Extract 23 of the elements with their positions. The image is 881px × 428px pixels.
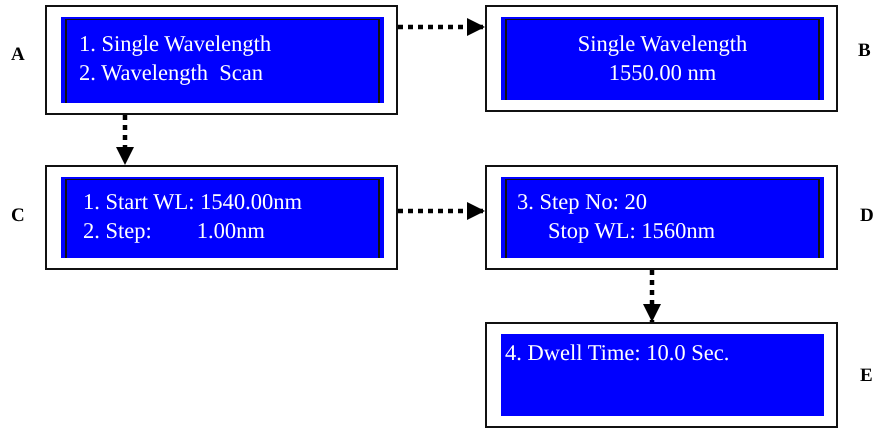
screen-text: 1550.00 nm [608,59,716,87]
panel-letter: E [860,365,873,387]
display-frame [45,165,398,270]
panel-letter: C [11,205,25,227]
dotted-arrow [643,270,661,322]
panel-letter: A [11,44,25,66]
screen-text: 1. Single Wavelength [79,30,272,58]
panel-letter: B [858,40,871,62]
dotted-arrow [116,115,134,165]
display-frame [45,5,398,115]
screen-text: Single Wavelength [578,30,748,58]
display-frame [485,322,838,428]
screen-text: 4. Dwell Time: 10.0 Sec. [505,339,730,367]
screen-text: 1. Start WL: 1540.00nm [83,188,302,216]
screen-text: 3. Step No: 20 [517,188,648,216]
screen-text: 2. Step: 1.00nm [83,217,265,245]
display-frame [485,5,838,112]
screen-text: 2. Wavelength Scan [79,59,263,87]
dotted-arrow [398,18,485,36]
dotted-arrow [398,202,485,220]
screen-text: Stop WL: 1560nm [547,217,716,245]
panel-letter: D [860,205,874,227]
display-frame [485,165,838,270]
